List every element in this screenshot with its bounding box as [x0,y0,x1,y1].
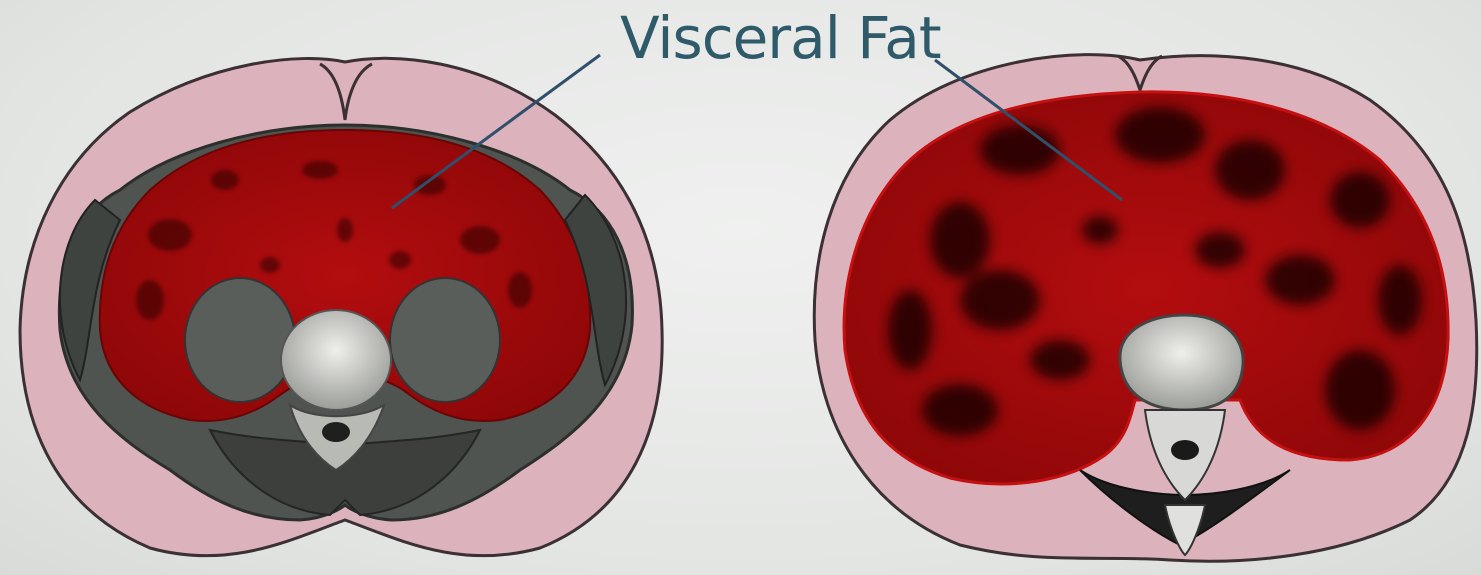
right-cross-section [814,55,1477,562]
left-psoas-left [185,278,295,402]
visceral-fat-label: Visceral Fat [620,4,941,72]
left-cross-section [20,58,662,555]
left-psoas-right [390,278,500,402]
